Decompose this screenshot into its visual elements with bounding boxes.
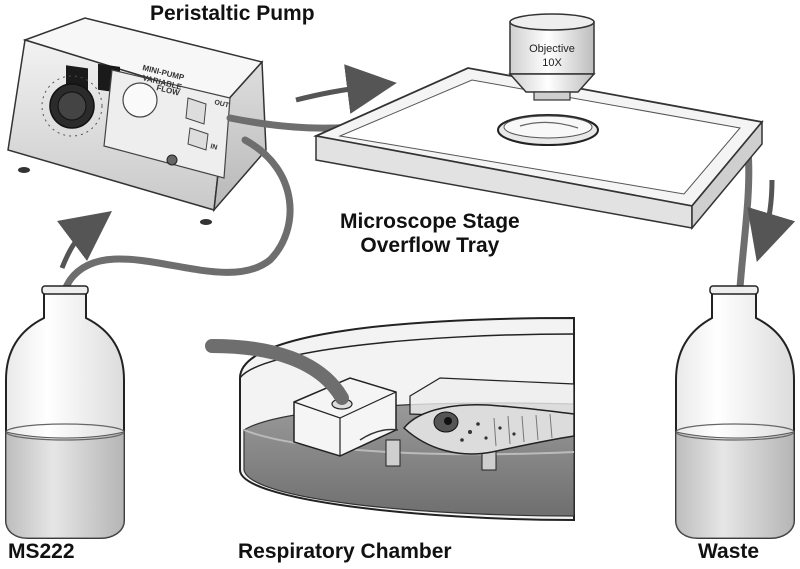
objective-label-line2: 10X [542, 57, 562, 69]
zebrafish-larva [359, 404, 575, 455]
waste-liquid [675, 431, 795, 539]
pump-out-label: OUT [214, 99, 231, 110]
overflow-tray-label: Microscope Stage Overflow Tray [340, 210, 520, 258]
respiratory-chamber-label: Respiratory Chamber [238, 540, 452, 563]
tray-side-wall [691, 119, 763, 231]
peristaltic-pump: MINI-PUMP VARIABLE FLOW OUT IN [7, 17, 267, 225]
overflow-tray-label-line1: Microscope Stage [340, 210, 520, 233]
objective-label-line1: Objective [529, 43, 575, 55]
ms222-liquid [5, 431, 125, 539]
arrow-into-pump [56, 210, 112, 269]
respiratory-chamber [205, 316, 575, 522]
overflow-tray-label-line2: Overflow Tray [360, 234, 500, 258]
peristaltic-pump-label: Peristaltic Pump [150, 2, 315, 25]
chamber-inflow-tube [205, 339, 349, 405]
flow-arrows [56, 64, 796, 269]
waste-bottle [675, 285, 795, 539]
pump-rotor [122, 82, 158, 118]
microscope-objective: Objective 10X [508, 13, 596, 101]
pump-in-label: IN [210, 143, 218, 151]
waste-label: Waste [698, 540, 760, 563]
overflow-tray [312, 67, 764, 231]
ms222-label: MS222 [8, 540, 75, 563]
arrow-stage-to-waste [747, 179, 796, 262]
ms222-bottle [5, 285, 125, 539]
arrow-pump-to-stage [295, 64, 397, 114]
